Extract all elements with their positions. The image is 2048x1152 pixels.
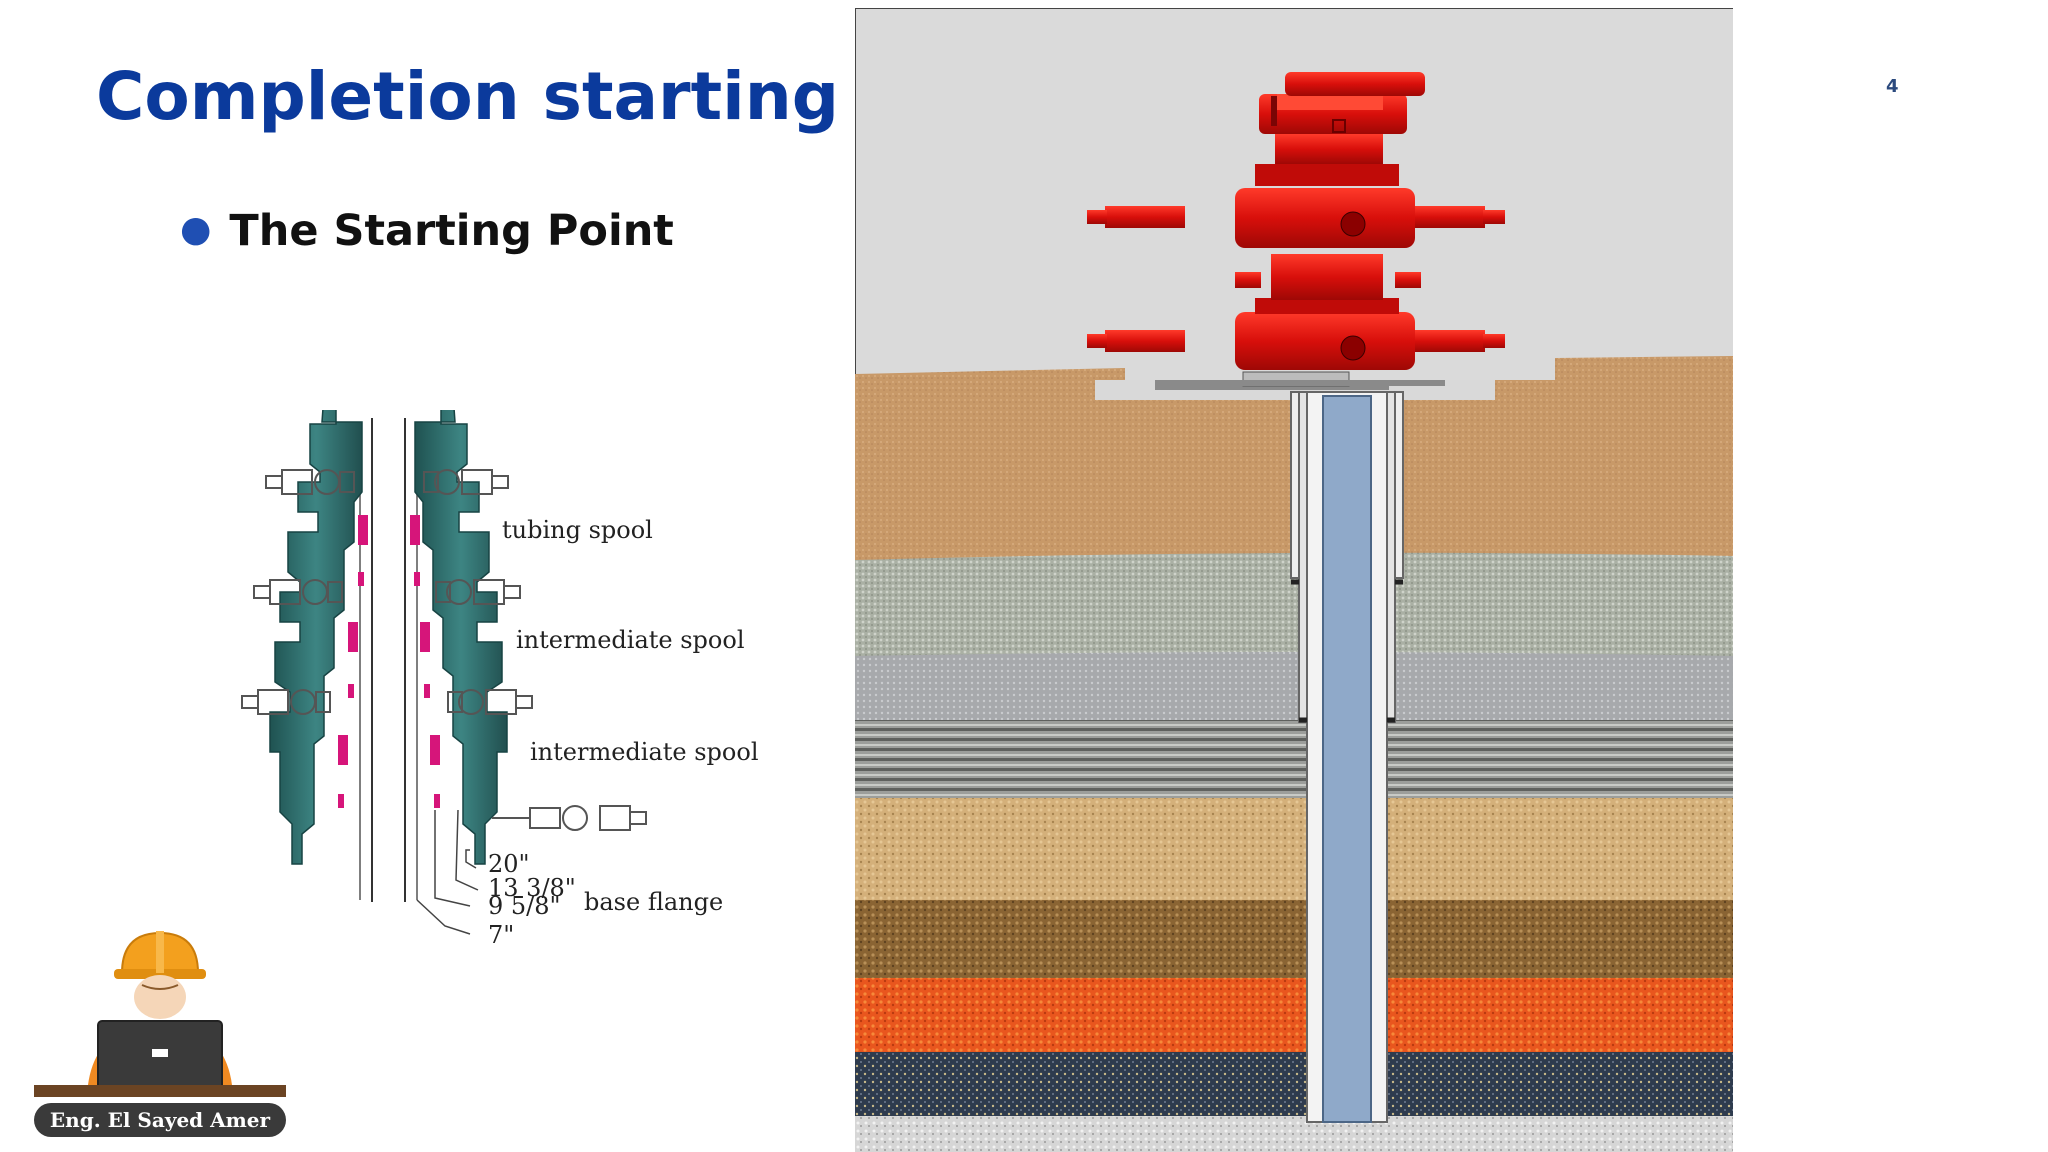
- bullet-text: The Starting Point: [229, 206, 674, 256]
- well-cross-section: [855, 8, 1733, 1152]
- label-size-7: 7": [488, 921, 514, 949]
- wellhead-spool-diagram: tubing spool intermediate spool intermed…: [241, 410, 759, 949]
- label-intermediate-spool-2: intermediate spool: [530, 738, 759, 766]
- page-number: 4: [1886, 76, 1899, 97]
- slide-title: Completion starting: [96, 58, 839, 135]
- label-size-20: 20": [488, 850, 530, 878]
- label-size-13-3-8: 13 3/8": [488, 874, 576, 902]
- label-intermediate-spool-1: intermediate spool: [516, 626, 745, 654]
- side-outlet-valves: [241, 469, 647, 831]
- author-name: Eng. El Sayed Amer: [50, 1108, 271, 1132]
- size-leader-lines: [416, 809, 479, 935]
- label-base-flange: base flange: [584, 888, 723, 916]
- bullet-dot-icon: ●: [180, 209, 212, 250]
- label-size-9-5-8: 9 5/8": [488, 892, 561, 920]
- seal-rings: [338, 515, 440, 808]
- label-tubing-spool: tubing spool: [502, 516, 653, 544]
- author-avatar: Eng. El Sayed Amer: [34, 931, 286, 1137]
- bop-stack: [1087, 72, 1505, 387]
- bullet-item: ● The Starting Point: [180, 206, 674, 256]
